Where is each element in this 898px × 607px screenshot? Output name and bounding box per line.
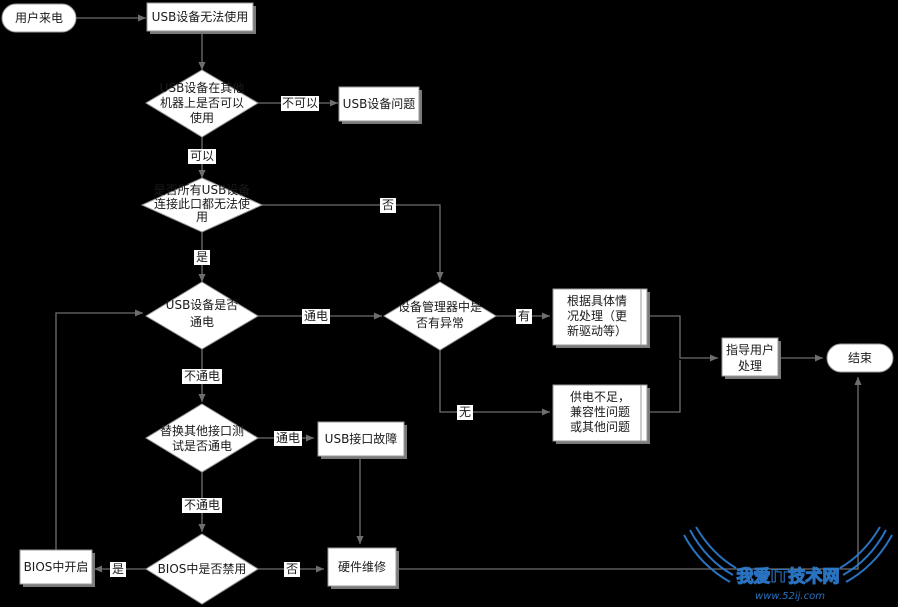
- node-usb-problem-label: USB设备问题: [343, 97, 416, 111]
- node-start-label: 用户来电: [15, 10, 63, 25]
- watermark-main: 我爱IT技术网: [737, 566, 840, 587]
- node-device-manager-line2: 否有异常: [416, 316, 464, 330]
- edge-label-bios-yes: 是: [112, 562, 124, 576]
- edge-device-manager-to-power-compat: [439, 350, 550, 416]
- watermark-url: www.52ij.com: [755, 591, 825, 602]
- edge-label-none: 无: [459, 405, 471, 419]
- node-bios-enable: BIOS中开启: [19, 549, 95, 587]
- edge-label-swap-powered: 通电: [276, 431, 300, 445]
- node-end: 结束: [826, 343, 894, 373]
- edge-label-bios-no: 否: [286, 562, 298, 576]
- node-guide-user-line2: 处理: [738, 359, 762, 373]
- edge-repair-to-end: [396, 377, 862, 570]
- node-power-compat-line2: 兼容性问题: [570, 404, 630, 419]
- node-usb-powered-line1: USB设备是否: [166, 298, 239, 312]
- node-all-devices-line1: 是否所有USB设备: [154, 183, 251, 197]
- node-other-machine-line3: 使用: [190, 110, 214, 125]
- edge-label-no-port: 否: [382, 198, 394, 212]
- node-usb-powered: USB设备是否 通电: [145, 281, 259, 350]
- node-usb-powered-line2: 通电: [190, 315, 214, 329]
- edge-power-compat-to-guide: [648, 360, 681, 413]
- edge-handle-specific-to-guide: [648, 315, 718, 362]
- node-other-machine: USB设备在其他 机器上是否可以 使用: [145, 69, 259, 138]
- edge-label-yes-port: 是: [196, 250, 208, 264]
- node-bios-enable-label: BIOS中开启: [24, 559, 89, 574]
- edge-label-not-powered: 不通电: [184, 369, 220, 383]
- node-handle-specific: 根据具体情 况处理（更 新驱动等）: [552, 288, 650, 348]
- node-device-manager-line1: 设备管理器中是: [398, 299, 482, 314]
- node-hardware-repair-label: 硬件维修: [338, 559, 386, 574]
- node-usb-problem: USB设备问题: [338, 86, 422, 124]
- edge-bios-enable-to-usb-powered: [55, 309, 143, 550]
- watermark: 我爱IT技术网 www.52ij.com: [683, 526, 893, 602]
- node-power-compat-line3: 或其他问题: [570, 420, 630, 434]
- wing-logo-icon: [683, 526, 893, 583]
- node-power-compat: 供电不足， 兼容性问题 或其他问题: [552, 384, 650, 444]
- edge-label-powered: 通电: [304, 309, 328, 323]
- node-all-devices-line2: 连接此口都无法使: [154, 196, 250, 211]
- node-power-compat-line1: 供电不足，: [570, 390, 630, 404]
- edge-label-has: 有: [518, 309, 530, 323]
- node-other-machine-line2: 机器上是否可以: [160, 96, 244, 110]
- node-handle-specific-line3: 新驱动等）: [567, 323, 627, 338]
- node-handle-specific-line1: 根据具体情: [567, 294, 627, 308]
- node-hardware-repair: 硬件维修: [327, 547, 399, 589]
- node-usb-fail: USB设备无法使用: [146, 2, 256, 34]
- node-usb-port-fault: USB接口故障: [317, 421, 407, 459]
- node-all-devices-line3: 用: [196, 210, 208, 224]
- node-swap-port: 替换其他接口测 试是否通电: [145, 403, 259, 473]
- edge-labels: 不可以 可以 否 是 通电 有 无 不通电 通电 不通电 是 否: [110, 96, 532, 577]
- node-guide-user-line1: 指导用户: [726, 342, 774, 357]
- node-other-machine-line1: USB设备在其他: [160, 81, 245, 95]
- node-end-label: 结束: [848, 351, 872, 365]
- node-all-devices-port: 是否所有USB设备 连接此口都无法使 用: [140, 177, 264, 233]
- node-usb-port-fault-label: USB接口故障: [325, 431, 398, 446]
- node-handle-specific-line2: 况处理（更: [567, 309, 627, 323]
- node-swap-port-line1: 替换其他接口测: [160, 423, 244, 438]
- node-guide-user: 指导用户 处理: [721, 337, 781, 379]
- node-device-manager: 设备管理器中是 否有异常: [383, 281, 497, 351]
- node-start: 用户来电: [1, 3, 77, 33]
- node-bios-disabled: BIOS中是否禁用: [145, 533, 259, 605]
- node-swap-port-line2: 试是否通电: [172, 438, 232, 453]
- edge-label-cannot: 不可以: [282, 96, 318, 110]
- node-bios-disabled-label: BIOS中是否禁用: [158, 561, 247, 576]
- edge-all-devices-to-device-manager: [262, 204, 444, 280]
- edge-label-swap-not-powered: 不通电: [184, 498, 220, 512]
- edge-label-can: 可以: [190, 149, 214, 163]
- node-usb-fail-label: USB设备无法使用: [152, 9, 249, 24]
